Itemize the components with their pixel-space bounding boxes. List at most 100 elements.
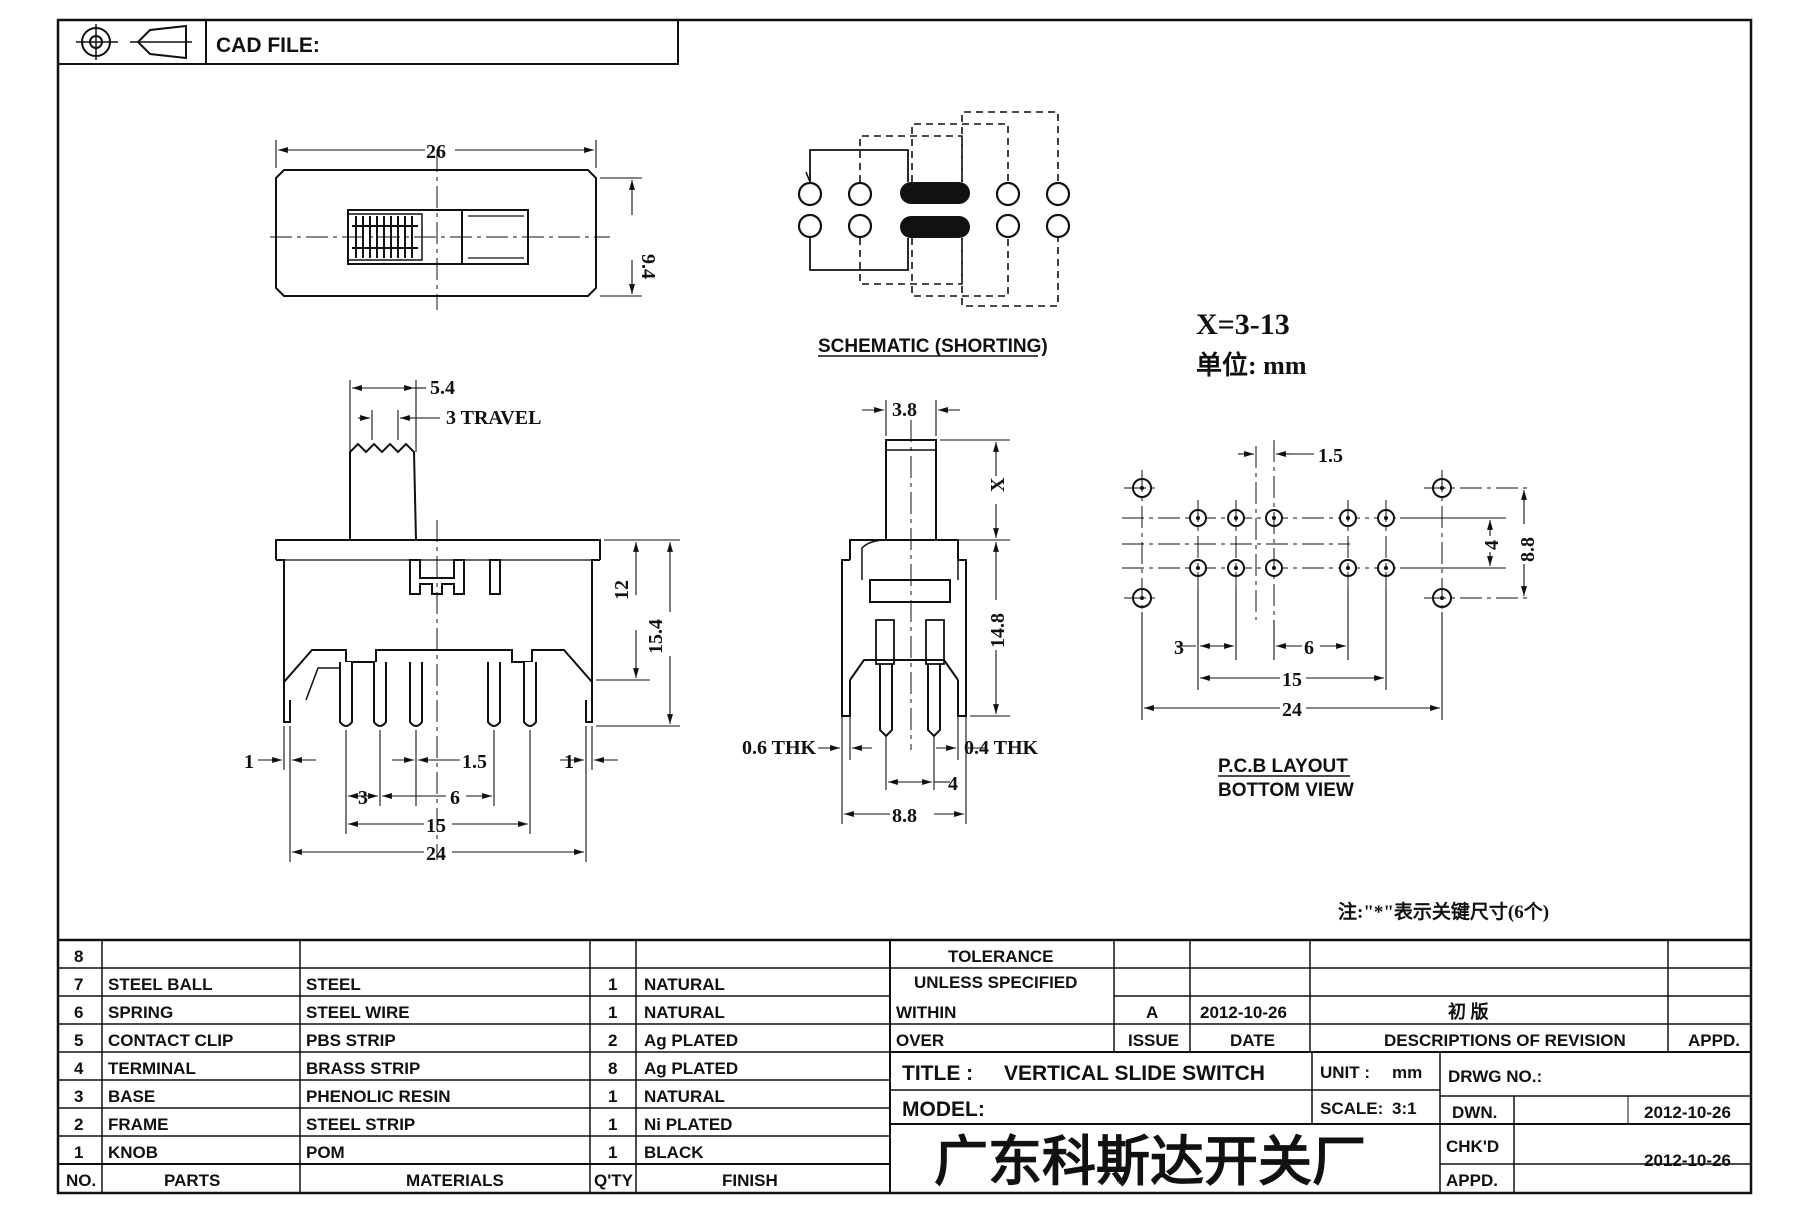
dim-front-3: 3 [358,787,368,809]
pcb-layout: 1.5 4 8.8 3 6 15 24 P.C.B LAYOUT BOTTOM … [1122,440,1539,801]
bom-finish: Ag PLATED [644,1031,738,1050]
company-name: 广东科斯达开关厂 [934,1132,1366,1192]
bom-no: 2 [74,1115,83,1134]
appd-label: APPD. [1688,1031,1740,1050]
dim-front-travel: 3 TRAVEL [446,407,541,429]
bom-qty: 1 [608,975,617,994]
bom-finish: Ag PLATED [644,1059,738,1078]
title-value: VERTICAL SLIDE SWITCH [1004,1062,1265,1085]
bom-finish: Ni PLATED [644,1115,732,1134]
side-pins [879,664,941,738]
pcb-holes [1132,478,1452,608]
cad-header: CAD FILE: [57,19,679,65]
dim-front-15-4: 15.4 [645,619,667,654]
bom-part: KNOB [108,1143,158,1162]
chkd-date: 2012-10-26 [1644,1151,1731,1170]
unit-value: mm [1392,1063,1422,1082]
schematic-shorting: SCHEMATIC (SHORTING) [797,111,1071,357]
dwn-label: DWN. [1452,1103,1497,1122]
bom-qty: 1 [608,1003,617,1022]
bom-no: 3 [74,1087,83,1106]
chkd-label: CHK'D [1446,1137,1499,1156]
bom-finish: BLACK [644,1143,704,1162]
bom-header-parts: PARTS [164,1171,220,1190]
front-view: 5.4 3 TRAVEL [244,377,680,865]
title-block-text: TOLERANCE UNLESS SPECIFIED WITHIN OVER A… [896,947,1740,1192]
appd-label-2: APPD. [1446,1171,1498,1190]
bom-no: 8 [74,947,83,966]
terminal-circles [797,181,1071,239]
dim-pcb-1-5: 1.5 [1318,445,1343,467]
dim-top-9-4: 9.4 [637,254,659,279]
cad-file-label: CAD FILE: [216,34,320,57]
dim-side-x: X [987,477,1009,492]
sheet-border [56,18,1753,1195]
bom-no: 7 [74,975,83,994]
rev-desc: 初 版 [1448,1001,1489,1022]
date-label: DATE [1230,1031,1275,1050]
schematic-caption: SCHEMATIC (SHORTING) [818,336,1048,357]
bom-part: BASE [108,1087,155,1106]
dim-pcb-15: 15 [1282,669,1302,691]
bom-no: 1 [74,1143,83,1162]
tolerance-sub: UNLESS SPECIFIED [914,973,1077,992]
title-label: TITLE : [902,1062,973,1085]
bom-rows: 8 7 STEEL BALL STEEL 1 NATURAL 6 SPRING … [66,947,778,1190]
unit-note: 单位: mm [1196,350,1307,380]
pcb-caption-1: P.C.B LAYOUT [1218,756,1348,777]
drwg-label: DRWG NO.: [1448,1067,1542,1086]
bom-qty: 8 [608,1059,617,1078]
dim-side-0-6: 0.6 THK [742,737,817,759]
bom-qty: 1 [608,1087,617,1106]
dim-pcb-3: 3 [1174,637,1184,659]
scale-label: SCALE: [1320,1099,1383,1118]
dim-front-1-left: 1 [244,751,254,773]
bom-qty: 1 [608,1143,617,1162]
bom-qty: 1 [608,1115,617,1134]
dim-front-6: 6 [450,787,460,809]
top-view: 26 9.4 [270,140,659,310]
front-pins [283,662,593,727]
bom-finish: NATURAL [644,1003,725,1022]
bom-no: 5 [74,1031,83,1050]
bom-header-finish: FINISH [722,1171,778,1190]
bom-header-materials: MATERIALS [406,1171,504,1190]
bom-qty: 2 [608,1031,617,1050]
rev-issue: A [1146,1003,1158,1022]
footnote: 注:"*"表示关键尺寸(6个) [1338,900,1549,923]
desc-label: DESCRIPTIONS OF REVISION [1384,1031,1626,1050]
bom-part: SPRING [108,1003,173,1022]
title-block-grid [890,940,1751,1193]
projection-symbol-icon [76,24,192,60]
bom-part: CONTACT CLIP [108,1031,233,1050]
rev-date: 2012-10-26 [1200,1003,1287,1022]
bom-table [58,938,1751,1193]
dim-side-8-8: 8.8 [892,805,917,827]
dim-front-5-4: 5.4 [430,377,455,399]
bom-material: STEEL [306,975,361,994]
dim-front-12: 12 [611,580,633,600]
within-label: WITHIN [896,1003,956,1022]
model-label: MODEL: [902,1098,985,1121]
over-label: OVER [896,1031,944,1050]
dim-front-1-right: 1 [564,751,574,773]
dim-pcb-24: 24 [1282,699,1302,721]
bom-finish: NATURAL [644,975,725,994]
dim-pcb-4: 4 [1481,540,1503,550]
dim-front-24: 24 [426,843,446,865]
bom-material: STEEL STRIP [306,1115,415,1134]
unit-label: UNIT : [1320,1063,1370,1082]
bom-no: 4 [74,1059,84,1078]
scale-value: 3:1 [1392,1099,1417,1118]
bom-material: POM [306,1143,345,1162]
dim-side-14-8: 14.8 [987,613,1009,648]
dim-side-4: 4 [948,773,958,795]
bom-header-no: NO. [66,1171,96,1190]
side-view: 3.8 X 14.8 0.6 THK 0.4 THK 4 8.8 [742,399,1039,827]
tolerance-header: TOLERANCE [948,947,1053,966]
dim-side-3-8: 3.8 [892,399,917,421]
pcb-caption-2: BOTTOM VIEW [1218,780,1354,801]
dim-front-15: 15 [426,815,446,837]
dwn-date: 2012-10-26 [1644,1103,1731,1122]
